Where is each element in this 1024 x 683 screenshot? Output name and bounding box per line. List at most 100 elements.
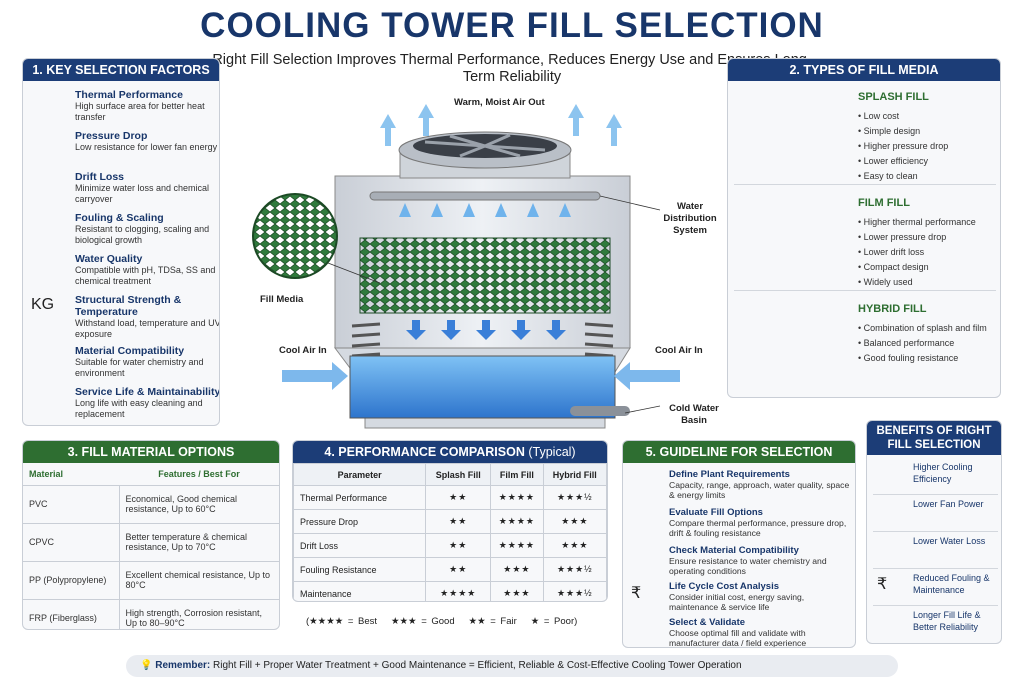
- factor-desc: Withstand load, temperature and UV expos…: [75, 318, 220, 339]
- material-name: CPVC: [23, 522, 119, 561]
- fill-type-card: FILM FILLHigher thermal performanceLower…: [734, 191, 996, 291]
- chart-up-icon: [877, 463, 903, 489]
- benefit-item: ₹ Reduced Fouling & Maintenance: [873, 568, 998, 606]
- page-subtitle: Right Fill Selection Improves Thermal Pe…: [212, 52, 812, 85]
- bolt-icon: [877, 500, 903, 526]
- material-name: PP (Polypropylene): [23, 560, 119, 599]
- guideline-title: Evaluate Fill Options: [669, 507, 763, 518]
- factor-title: Thermal Performance: [75, 89, 183, 101]
- clock-icon: [877, 611, 903, 637]
- perf-parameter: Pressure Drop: [293, 509, 427, 534]
- benefit-item: Lower Fan Power: [873, 494, 998, 532]
- material-row: PP (Polypropylene)Excellent chemical res…: [23, 560, 279, 599]
- factor-title: Service Life & Maintainability: [75, 386, 220, 398]
- perf-parameter: Thermal Performance: [293, 485, 427, 510]
- perf-col-header: Parameter: [293, 463, 427, 486]
- hexcube-black-image: [740, 197, 832, 285]
- fill-type-point: Lower pressure drop: [858, 230, 976, 245]
- check-icon: [631, 619, 657, 645]
- guideline-desc: Ensure resistance to water chemistry and…: [669, 556, 827, 576]
- fill-type-point: Simple design: [858, 124, 948, 139]
- basin-label: Cold Water Basin: [669, 403, 719, 426]
- flask-icon: [31, 255, 59, 283]
- fill-type-point: Higher thermal performance: [858, 215, 976, 230]
- page-title: COOLING TOWER FILL SELECTION: [200, 6, 824, 45]
- factor-title: Pressure Drop: [75, 130, 148, 142]
- fill-type-point: Widely used: [858, 275, 976, 290]
- gears-icon: [31, 214, 59, 242]
- benefits-heading: BENEFITS OF RIGHT FILL SELECTION: [867, 421, 1001, 455]
- benefit-item: Longer Fill Life & Better Reliability: [873, 605, 998, 643]
- perf-row: Pressure Drop★★★★★★★★★: [293, 509, 607, 534]
- factor-desc: Compatible with pH, TDSa, SS and chemica…: [75, 265, 216, 286]
- features-col-header: Features / Best For: [158, 468, 240, 479]
- cooling-tower-diagram: [252, 104, 680, 429]
- perf-rating: ★★★: [542, 509, 607, 534]
- factor-desc: Low resistance for lower fan energy: [75, 142, 218, 152]
- fill-types-panel: 2. TYPES OF FILL MEDIA SPLASH FILLLow co…: [727, 58, 1001, 398]
- perf-col-header: Hybrid Fill: [542, 463, 607, 486]
- benefit-text: Longer Fill Life & Better Reliability: [913, 610, 981, 632]
- remember-banner: 💡 Remember: Right Fill + Proper Water Tr…: [126, 655, 898, 677]
- material-features: High strength, Corrosion resistant, Up t…: [118, 598, 279, 629]
- weight-icon: KG: [31, 296, 59, 324]
- fill-type-points: Low costSimple designHigher pressure dro…: [858, 109, 949, 184]
- star-legend: (★★★★ = Best ★★★ = Good ★★ = Fair ★ = Po…: [306, 616, 578, 627]
- factor-desc: Minimize water loss and chemical carryov…: [75, 183, 210, 204]
- cool-air-right-label: Cool Air In: [655, 345, 703, 356]
- perf-rating: ★★: [425, 509, 492, 534]
- perf-rating: ★★★½: [542, 557, 607, 582]
- drop-icon: [877, 537, 903, 563]
- perf-row: Thermal Performance★★★★★★★★★½: [293, 485, 607, 510]
- perf-rating: ★★★★: [490, 485, 544, 510]
- fill-type-name: SPLASH FILL: [858, 91, 929, 103]
- hexcube-blue-image: [740, 303, 832, 391]
- perf-rating: ★★★: [490, 581, 544, 601]
- factor-title: Material Compatibility: [75, 345, 185, 357]
- benefits-panel: BENEFITS OF RIGHT FILL SELECTION Higher …: [866, 420, 1002, 644]
- svg-text:₹: ₹: [877, 576, 888, 593]
- factor-desc: Suitable for water chemistry and environ…: [75, 357, 204, 378]
- perf-rating: ★★★★: [425, 581, 492, 601]
- material-row: FRP (Fiberglass)High strength, Corrosion…: [23, 598, 279, 629]
- fill-type-point: Higher pressure drop: [858, 139, 949, 154]
- key-factors-heading: 1. KEY SELECTION FACTORS: [23, 59, 219, 81]
- benefit-text: Reduced Fouling & Maintenance: [913, 573, 990, 595]
- benefit-text: Lower Water Loss: [913, 536, 986, 546]
- guideline-title: Check Material Compatibility: [669, 545, 799, 556]
- thermometer-icon: [31, 91, 59, 119]
- hexcube-green-image: [740, 91, 832, 179]
- warm-air-arrows: [380, 104, 622, 146]
- material-options-heading: 3. FILL MATERIAL OPTIONS: [23, 441, 279, 463]
- material-col-header: Material: [29, 468, 64, 479]
- fill-type-name: FILM FILL: [858, 197, 910, 209]
- cool-air-left-label: Cool Air In: [279, 345, 327, 356]
- perf-rating: ★★: [425, 533, 492, 558]
- perf-rating: ★★: [425, 557, 492, 582]
- perf-rating: ★★★: [490, 557, 544, 582]
- factor-title: Structural Strength & Temperature: [75, 294, 182, 318]
- guideline-desc: Choose optimal fill and validate with ma…: [669, 628, 807, 648]
- beaker-icon: [631, 547, 657, 573]
- factor-title: Water Quality: [75, 253, 143, 265]
- key-factors-panel: 1. KEY SELECTION FACTORS Thermal Perform…: [22, 58, 220, 426]
- perf-rating: ★★★: [542, 533, 607, 558]
- fill-type-point: Lower drift loss: [858, 245, 976, 260]
- guideline-desc: Consider initial cost, energy saving, ma…: [669, 592, 805, 612]
- perf-rating: ★★★½: [542, 485, 607, 510]
- perf-parameter: Fouling Resistance: [293, 557, 427, 582]
- remember-text: Right Fill + Proper Water Treatment + Go…: [213, 660, 742, 671]
- guideline-desc: Capacity, range, approach, water quality…: [669, 480, 850, 500]
- material-features: Economical, Good chemical resistance, Up…: [118, 484, 279, 523]
- perf-col-header: Film Fill: [490, 463, 544, 486]
- benefit-item: Lower Water Loss: [873, 531, 998, 569]
